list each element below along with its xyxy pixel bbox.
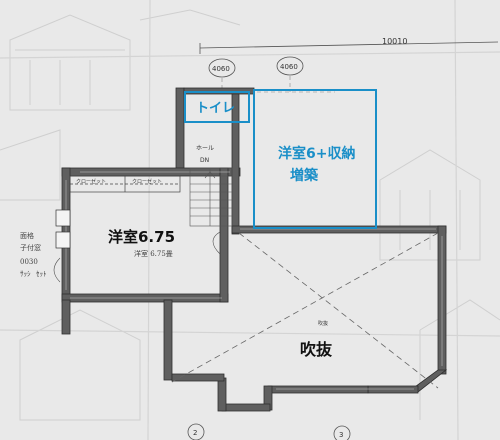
addition-room-label-line1: 洋室6+収納 <box>278 145 355 162</box>
bottom-mark-right: 3 <box>339 431 343 439</box>
circle-mark-right: 4060 <box>280 63 298 71</box>
bottom-marks <box>187 423 351 440</box>
left-note-line-2: ｻｯｼ <box>20 270 31 278</box>
addition-room-highlight <box>253 89 377 229</box>
dimension-top-total: 10010 <box>382 37 407 46</box>
toilet-highlight <box>184 91 250 123</box>
left-note: 面格 子付窓 0030 ｻｯｼ ｾｯﾄ <box>20 231 47 278</box>
grid-lines <box>221 76 335 93</box>
circle-mark-left: 4060 <box>212 65 230 73</box>
background-sketches <box>0 9 500 421</box>
left-note-line-3: ｾｯﾄ <box>36 270 47 278</box>
stairs <box>189 167 233 227</box>
toilet-label: トイレ <box>196 101 235 116</box>
left-note-number: 0030 <box>20 258 38 266</box>
atrium-diagonals <box>171 232 439 389</box>
closets <box>69 175 181 193</box>
western-room-label: 洋室6.75 <box>108 228 175 246</box>
hall-label: ホール <box>196 145 214 152</box>
down-mark: DN <box>200 157 209 164</box>
circle-marks <box>208 56 304 78</box>
atrium-small-label: 吹抜 <box>318 320 328 327</box>
left-note-line-1: 子付窓 <box>20 243 41 252</box>
left-note-line-0: 面格 <box>20 231 34 240</box>
bottom-mark-left: 2 <box>193 429 197 437</box>
addition-room-label-line2: 増築 <box>290 167 319 184</box>
closet-left-label: クローゼット <box>76 178 106 185</box>
door-swings <box>53 231 221 283</box>
atrium-label: 吹抜 <box>300 340 333 359</box>
closet-right-label: クローゼット <box>132 178 162 185</box>
western-room-handwritten: 洋室 6.75畳 <box>134 249 173 258</box>
top-dimension <box>199 41 499 54</box>
left-windows <box>55 209 71 249</box>
